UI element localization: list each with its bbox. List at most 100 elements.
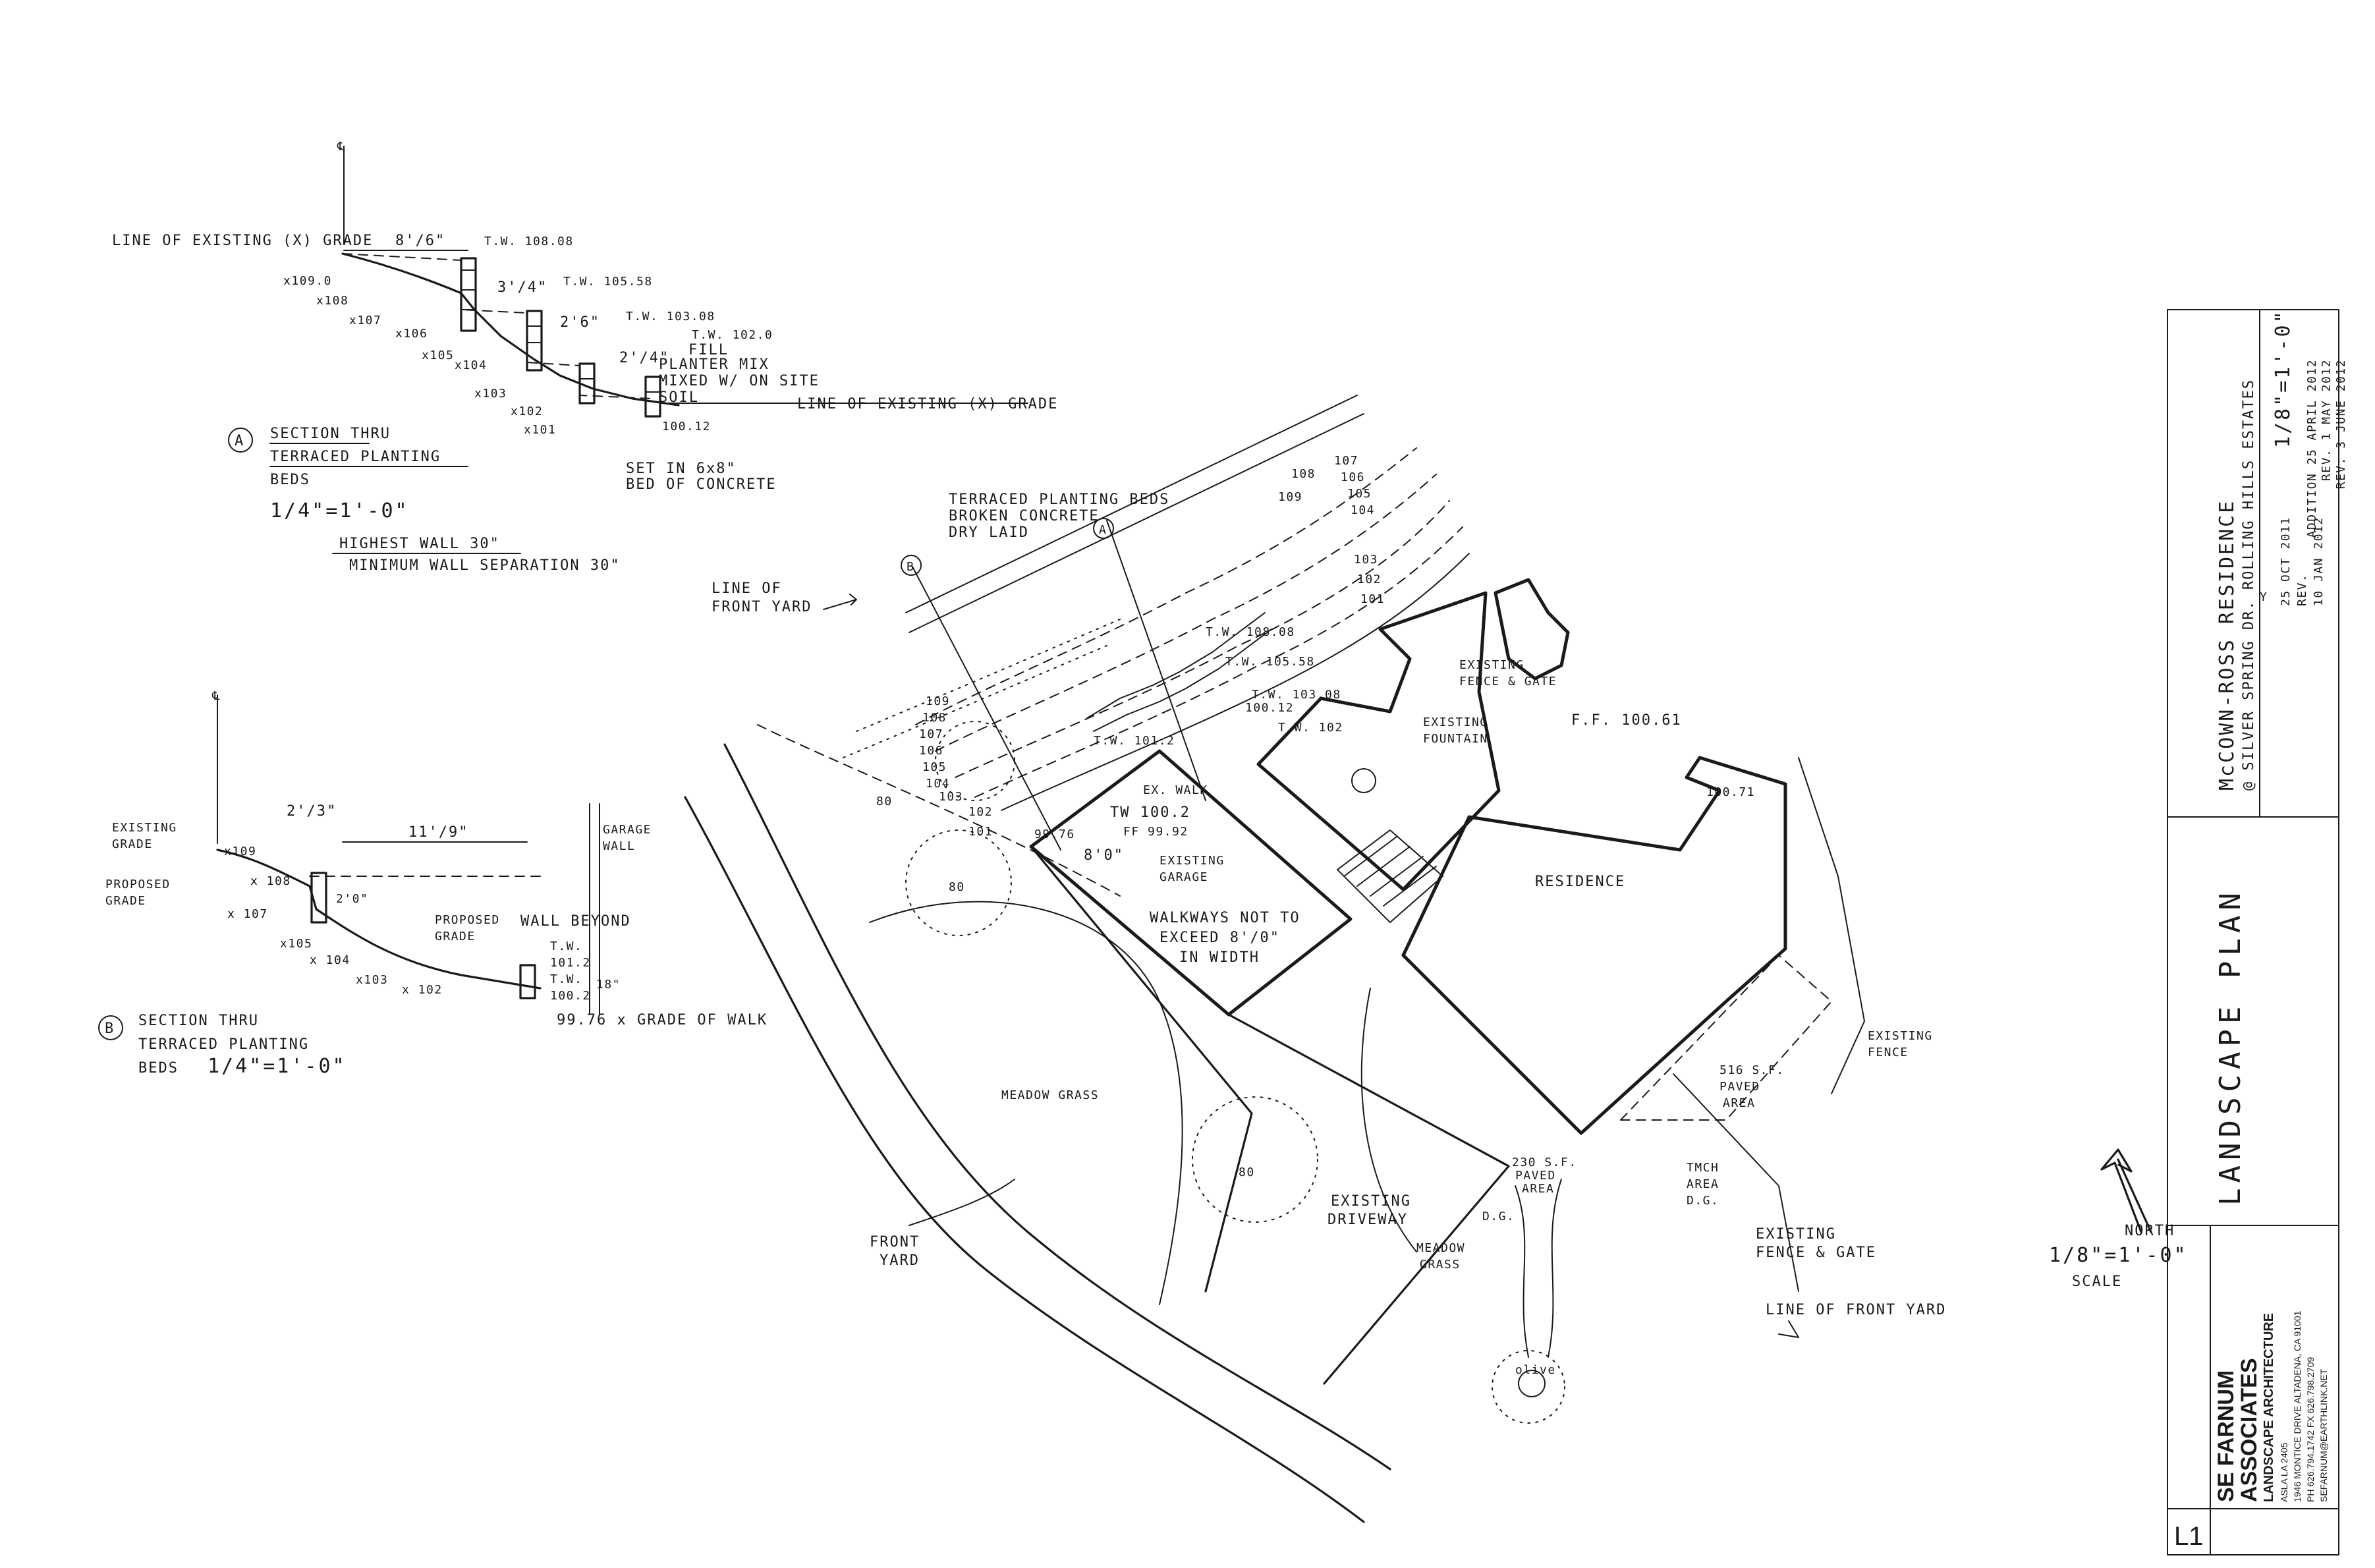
label-tw10808: T.W. 108.08 — [1206, 625, 1295, 639]
section-marker-a-label: A — [1099, 523, 1107, 537]
section-a-badge — [228, 428, 253, 453]
tree-canopy-2 — [1192, 1096, 1318, 1223]
label-meadow2b: GRASS — [1420, 1258, 1461, 1272]
section-b-tw2v: 100.2 — [550, 989, 591, 1003]
section-a-dim-34: 3'/4" — [497, 279, 547, 296]
section-b-tw2: T.W. — [550, 972, 582, 986]
label-front-line2: FRONT YARD — [712, 599, 812, 615]
section-b: ℄ EXISTING GRADE PROPOSED GRADE 2'/3" 11… — [98, 689, 768, 1078]
label-ex-walk: EX. WALK — [1143, 783, 1208, 797]
section-b-wall-2 — [519, 964, 536, 999]
section-b-tw1v: 101.2 — [550, 956, 591, 970]
north-arrow-shaft — [2117, 1158, 2152, 1233]
label-ex-fence-gate3: EXISTING — [1756, 1226, 1836, 1243]
section-b-g102: x 102 — [402, 983, 443, 997]
site-plan: A B TERRACED PLANTING BEDS BROKEN CONCRE… — [684, 395, 2267, 1523]
section-b-g103: x103 — [356, 973, 388, 987]
label-tmch2: AREA — [1687, 1177, 1719, 1191]
section-b-existing1: EXISTING — [112, 821, 177, 835]
north-scale: 1/8"=1'-0" — [2049, 1244, 2188, 1267]
date-3: 10 JAN 2012 — [2312, 517, 2326, 606]
paved-area-516 — [1620, 955, 1832, 1121]
section-b-g109: x109 — [224, 845, 256, 858]
tree-canopy-1 — [905, 829, 1012, 936]
label-tw102: T.W. 102 — [1278, 721, 1343, 735]
project-name: McCOWN-ROSS RESIDENCE — [2216, 499, 2239, 791]
label-tw103: T.W. 103.08 — [1252, 688, 1341, 702]
section-a-wall-4 — [644, 376, 661, 418]
section-b-walk: 99.76 x GRADE OF WALK — [557, 1012, 768, 1028]
label-v9976: 99.76 — [1034, 827, 1075, 841]
label-v10012: 100.12 — [1245, 701, 1294, 715]
section-a-title3: BEDS — [270, 472, 310, 488]
label-l108: 108 — [922, 711, 947, 725]
olive-tree-trunk — [1518, 1370, 1546, 1397]
label-paved230a: 230 S.F. — [1512, 1156, 1577, 1169]
section-a-wall-2 — [526, 310, 543, 372]
label-tw10558: T.W. 105.58 — [1225, 655, 1315, 669]
section-a-dim-26: 2'6" — [560, 314, 600, 331]
firm-phone: PH 626.794.1742 FX 626.798.2709 — [2305, 1357, 2316, 1502]
label-terraced3: DRY LAID — [949, 524, 1029, 541]
section-b-dim18: 18" — [596, 978, 621, 992]
fountain-basin — [1351, 768, 1376, 793]
rear-property-line — [905, 395, 1358, 613]
label-paved516c: AREA — [1723, 1096, 1755, 1110]
garage-footprint — [1029, 749, 1353, 1017]
street-edge-inner — [723, 743, 1391, 1470]
section-b-grade — [216, 849, 542, 990]
title-block: ADDITION 25 APRIL 2012 REV. 1 MAY 2012 R… — [2167, 309, 2348, 1555]
label-paved516b: PAVED — [1719, 1080, 1760, 1094]
section-a-dim-top: 8'/6" — [395, 233, 445, 249]
meadow-edge — [869, 901, 1183, 1305]
date-1: 25 OCT 2011 — [2279, 517, 2293, 606]
driveway-edge-right — [1227, 1013, 1510, 1385]
firm-email: SEFARNUM@EARTHLINK.NET — [2318, 1368, 2329, 1502]
label-tmch1: TMCH — [1687, 1161, 1719, 1175]
section-a-dim-24: 2'/4" — [619, 350, 669, 366]
label-c106: 106 — [1341, 470, 1365, 484]
driveway-edge-left — [1030, 845, 1253, 1293]
section-a-tw1: T.W. 108.08 — [484, 235, 574, 248]
section-a-g108: x108 — [316, 294, 349, 308]
section-a-wall-3 — [578, 362, 596, 405]
north-arrow: NORTH 1/8"=1'-0" SCALE — [2049, 1148, 2188, 1290]
label-ex-garage2: GARAGE — [1160, 870, 1208, 884]
section-a-badge-label: A — [235, 433, 244, 449]
label-terraced1: TERRACED PLANTING BEDS — [949, 491, 1169, 508]
label-ex-fountain1: EXISTING — [1423, 715, 1488, 729]
label-c101: 101 — [1360, 592, 1385, 606]
label-l101: 101 — [968, 825, 993, 839]
north-label: NORTH — [2125, 1223, 2175, 1239]
label-c102: 102 — [1357, 573, 1382, 586]
label-tree80c: 80 — [1239, 1165, 1255, 1179]
north-scale-word: SCALE — [2072, 1274, 2122, 1290]
section-a-planter2: MIXED W/ ON SITE — [659, 373, 820, 389]
section-a-title2: TERRACED PLANTING — [270, 449, 441, 465]
section-b-garage2: WALL — [603, 839, 635, 853]
label-ex-garage1: EXISTING — [1160, 854, 1225, 868]
front-setback-line — [757, 724, 1121, 897]
label-paved516a: 516 S.F. — [1719, 1063, 1785, 1077]
section-marker-b — [901, 555, 922, 576]
section-a-set-in2: BED OF CONCRETE — [626, 476, 777, 493]
section-a-note2: MINIMUM WALL SEPARATION 30" — [349, 557, 621, 574]
section-b-tw1: T.W. — [550, 939, 582, 953]
section-cut-b — [912, 566, 1061, 851]
section-b-garage1: GARAGE — [603, 823, 652, 837]
section-a-set-in1: SET IN 6x8" — [626, 461, 737, 477]
label-ex-drive1: EXISTING — [1331, 1193, 1411, 1210]
label-tree80b: 80 — [949, 880, 965, 894]
fountain-court — [1256, 591, 1501, 891]
firm-asla: ASLA LA 2405 — [2279, 1442, 2289, 1502]
section-b-title1: SECTION THRU — [138, 1013, 259, 1029]
front-yard-line-arrow — [1778, 1320, 1799, 1338]
section-marker-a — [1093, 518, 1114, 539]
sheet-number: L1 — [2174, 1522, 2204, 1551]
section-b-g104: x 104 — [310, 953, 350, 967]
section-b-proposed1: PROPOSED — [105, 878, 171, 891]
section-b-dim23: 2'/3" — [287, 803, 337, 820]
section-a-g106: x106 — [395, 327, 428, 341]
front-fence — [1673, 1073, 1799, 1292]
